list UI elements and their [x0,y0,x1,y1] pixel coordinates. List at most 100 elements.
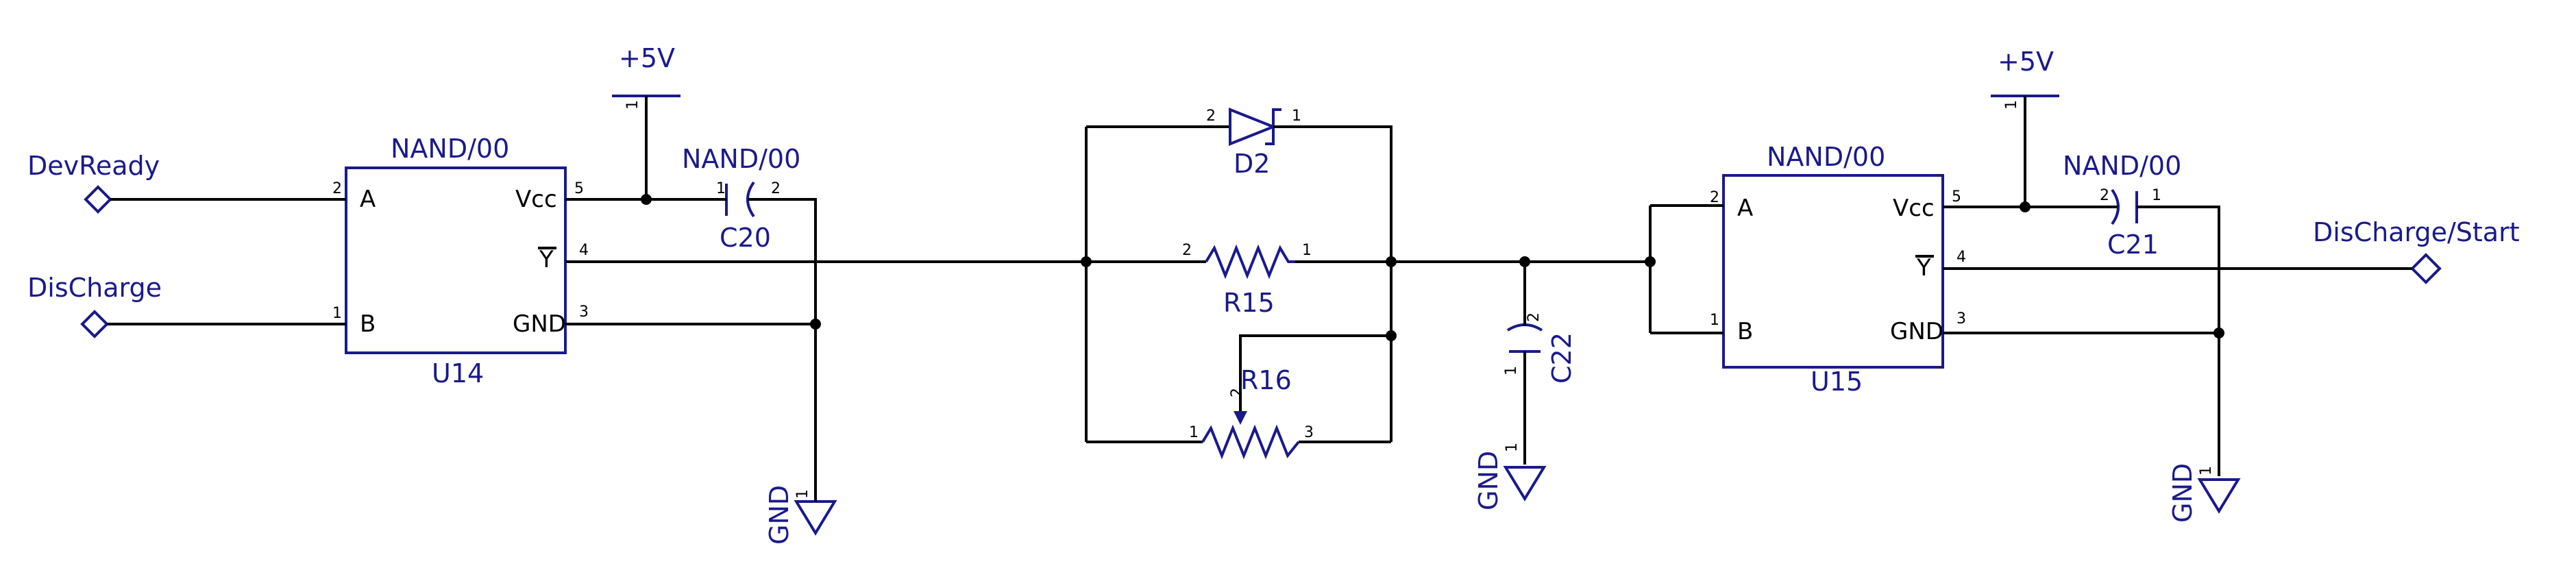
ic-u14-pin-vcc: Vcc [515,186,557,213]
gnd-pin-2: 1 [1504,443,1521,452]
junction-net-left [1081,256,1092,267]
wire-c20-gnd [761,198,817,493]
ic-u15-body [1722,174,1944,369]
vcc-pin-2: 1 [2003,100,2020,110]
ic-u15-pin-y: Y [1916,254,1931,282]
d2-ref: D2 [1234,149,1270,179]
gnd-label-3: GND [2168,463,2198,523]
port-discharge-symbol [80,310,109,338]
wire-r16-wiper [1239,334,1391,411]
r15-pin2: 2 [1182,242,1192,259]
junctions [641,194,2224,341]
potentiometer-r16[interactable]: R16 2 1 3 [1189,365,1314,460]
d2-pin1: 1 [1292,108,1301,125]
ic-u15-num-a: 2 [1710,189,1719,206]
ic-u15-pin-b: B [1737,318,1753,345]
c22-ref: C22 [1547,332,1577,384]
ic-u14-pin-b: B [360,310,376,338]
r16-pin2: 2 [1229,388,1246,397]
ic-u15-value: NAND/00 [1767,142,1885,172]
capacitor-c20[interactable]: NAND/00 C20 1 2 [682,144,800,253]
gnd-triangle-3 [2197,478,2241,514]
d2-triangle [1229,108,1277,146]
c20-pin2: 2 [771,180,781,197]
ic-u15-num-b: 1 [1710,312,1719,329]
c21-value: NAND/00 [2063,151,2181,181]
r15-zigzag [1205,244,1295,280]
junction-net-right [1386,256,1397,267]
r16-wiper-arrow [1234,411,1247,425]
ic-u15-pin-a: A [1737,195,1753,222]
ic-u15-ref: U15 [1811,367,1863,397]
c21-pin1: 1 [2152,187,2161,204]
wire-d2-right [1294,125,1393,442]
gnd-pin-3: 1 [2198,466,2215,475]
gnd-label-1: GND [764,485,794,545]
gnd-label-2: GND [1473,451,1504,510]
r16-pin3: 3 [1304,424,1314,441]
gnd-triangle-2 [1503,466,1547,502]
port-discharge[interactable]: DisCharge [27,273,162,338]
port-devready-label: DevReady [27,151,160,181]
c22-pin2: 2 [1525,312,1543,322]
junction-r16-wiper [1386,330,1397,341]
ic-u14-value: NAND/00 [391,134,509,164]
capacitor-c21[interactable]: NAND/00 C21 2 1 [2063,151,2181,260]
ic-u14-num-b: 1 [332,305,342,322]
gnd-symbol-1[interactable]: GND 1 [764,485,837,545]
junction-u14-vcc [641,194,652,205]
port-devready[interactable]: DevReady [27,151,160,214]
ic-u14-ref: U14 [432,358,484,388]
junction-u15-vcc [2020,201,2031,212]
junction-u15-gnd [2213,327,2224,338]
gnd-pin-1: 1 [794,489,811,499]
ic-u14-pin-y: Y [539,246,554,273]
ic-u14-num-gnd: 3 [579,304,589,321]
r16-zigzag [1201,424,1300,460]
ic-u14-num-a: 2 [332,180,342,197]
ic-u15[interactable]: NAND/00 U15 A B Vcc Y GND 2 1 5 4 3 [1710,142,1966,397]
ic-u15-pin-vcc: Vcc [1893,195,1935,222]
c21-plate-curved [2111,188,2120,225]
port-output-label: DisCharge/Start [2313,217,2520,247]
junction-u14-gnd [810,319,821,330]
r16-pin1: 1 [1189,424,1199,441]
ic-u14[interactable]: NAND/00 U14 A B Vcc Y GND 2 1 5 4 3 [332,134,589,388]
ic-u14-num-vcc: 5 [574,180,584,197]
c22-pin1: 1 [1503,366,1520,375]
wire-c21-gnd [2144,206,2220,476]
c21-pin2: 2 [2100,187,2109,204]
vcc-pin-1: 1 [624,100,641,110]
vcc-symbol-1[interactable]: +5V 1 [612,43,680,110]
r15-ref: R15 [1223,288,1275,318]
ic-u14-pin-gnd: GND [513,310,566,338]
ic-u15-num-gnd: 3 [1956,310,1966,327]
resistor-r15[interactable]: R15 2 1 [1182,242,1312,318]
vcc-symbol-2[interactable]: +5V 1 [1991,47,2059,110]
r15-pin1: 1 [1302,242,1312,259]
vcc-label-2: +5V [1998,47,2054,77]
d2-pin2: 2 [1206,108,1216,125]
c20-value: NAND/00 [682,144,800,174]
port-output-symbol [2410,253,2442,284]
ic-u15-num-vcc: 5 [1952,188,1961,206]
c20-ref: C20 [720,223,771,253]
r16-ref: R16 [1240,365,1292,395]
diode-d2[interactable]: D2 2 1 [1206,108,1301,179]
gnd-triangle-1 [794,500,837,536]
port-discharge-label: DisCharge [27,273,162,303]
junction-u15-inputs [1645,256,1656,267]
c20-plate-curved [746,181,755,218]
gnd-symbol-3[interactable]: GND 1 [2168,463,2241,523]
ic-u14-num-y: 4 [579,242,589,259]
wires [107,103,2412,493]
junction-c22 [1519,256,1530,267]
ic-u14-pin-a: A [360,186,376,213]
capacitor-c22[interactable]: C22 2 1 [1503,312,1577,384]
ic-u15-num-y: 4 [1956,249,1966,266]
vcc-label-1: +5V [619,43,675,73]
gnd-symbol-2[interactable]: GND 1 [1473,443,1547,510]
port-devready-symbol [84,185,112,214]
port-output[interactable]: DisCharge/Start [2313,217,2520,284]
